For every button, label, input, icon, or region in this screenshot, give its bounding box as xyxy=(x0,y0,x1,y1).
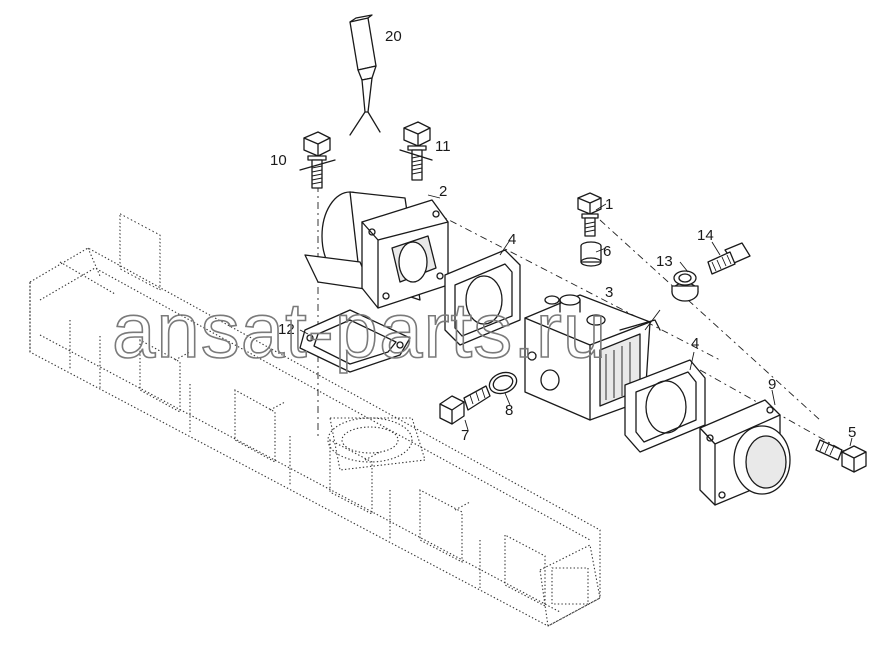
watermark-text: ansat-parts.ru xyxy=(112,286,607,374)
callout-12: 12 xyxy=(278,321,295,338)
callout-4-upper: 4 xyxy=(508,231,516,248)
callout-10: 10 xyxy=(270,152,287,169)
plug-icon xyxy=(439,385,491,425)
exhaust-manifold-icon xyxy=(29,212,601,627)
bushing-icon xyxy=(580,241,602,267)
plug-icon xyxy=(671,270,699,302)
flange-icon xyxy=(699,399,791,506)
callout-2: 2 xyxy=(439,183,447,200)
leader-lines xyxy=(299,194,853,447)
callout-11: 11 xyxy=(435,138,451,155)
callout-1: 1 xyxy=(605,196,613,213)
callout-14: 14 xyxy=(697,227,714,244)
elbow-housing-icon xyxy=(304,191,449,309)
bolt-icon xyxy=(399,121,433,181)
gasket-icon xyxy=(624,359,706,453)
callout-3: 3 xyxy=(605,284,613,301)
bolt-icon xyxy=(299,131,336,189)
stud-icon xyxy=(707,242,751,275)
callout-4-lower: 4 xyxy=(691,335,699,352)
bolt-icon xyxy=(577,192,602,237)
callout-7: 7 xyxy=(461,427,469,444)
callout-13: 13 xyxy=(656,253,673,270)
gasket-icon xyxy=(444,249,521,346)
sealant-tube-icon xyxy=(349,14,381,136)
callout-20: 20 xyxy=(385,28,402,45)
callout-labels: 20 10 11 2 4 1 6 3 12 13 14 4 9 5 7 8 xyxy=(270,28,856,444)
callout-9: 9 xyxy=(768,376,776,393)
o-ring-icon xyxy=(488,371,518,395)
callout-5: 5 xyxy=(848,424,856,441)
callout-6: 6 xyxy=(603,243,611,260)
gasket-icon xyxy=(299,309,411,373)
bolt-icon xyxy=(815,439,867,473)
callout-8: 8 xyxy=(505,402,513,419)
valve-housing-icon xyxy=(524,294,661,421)
